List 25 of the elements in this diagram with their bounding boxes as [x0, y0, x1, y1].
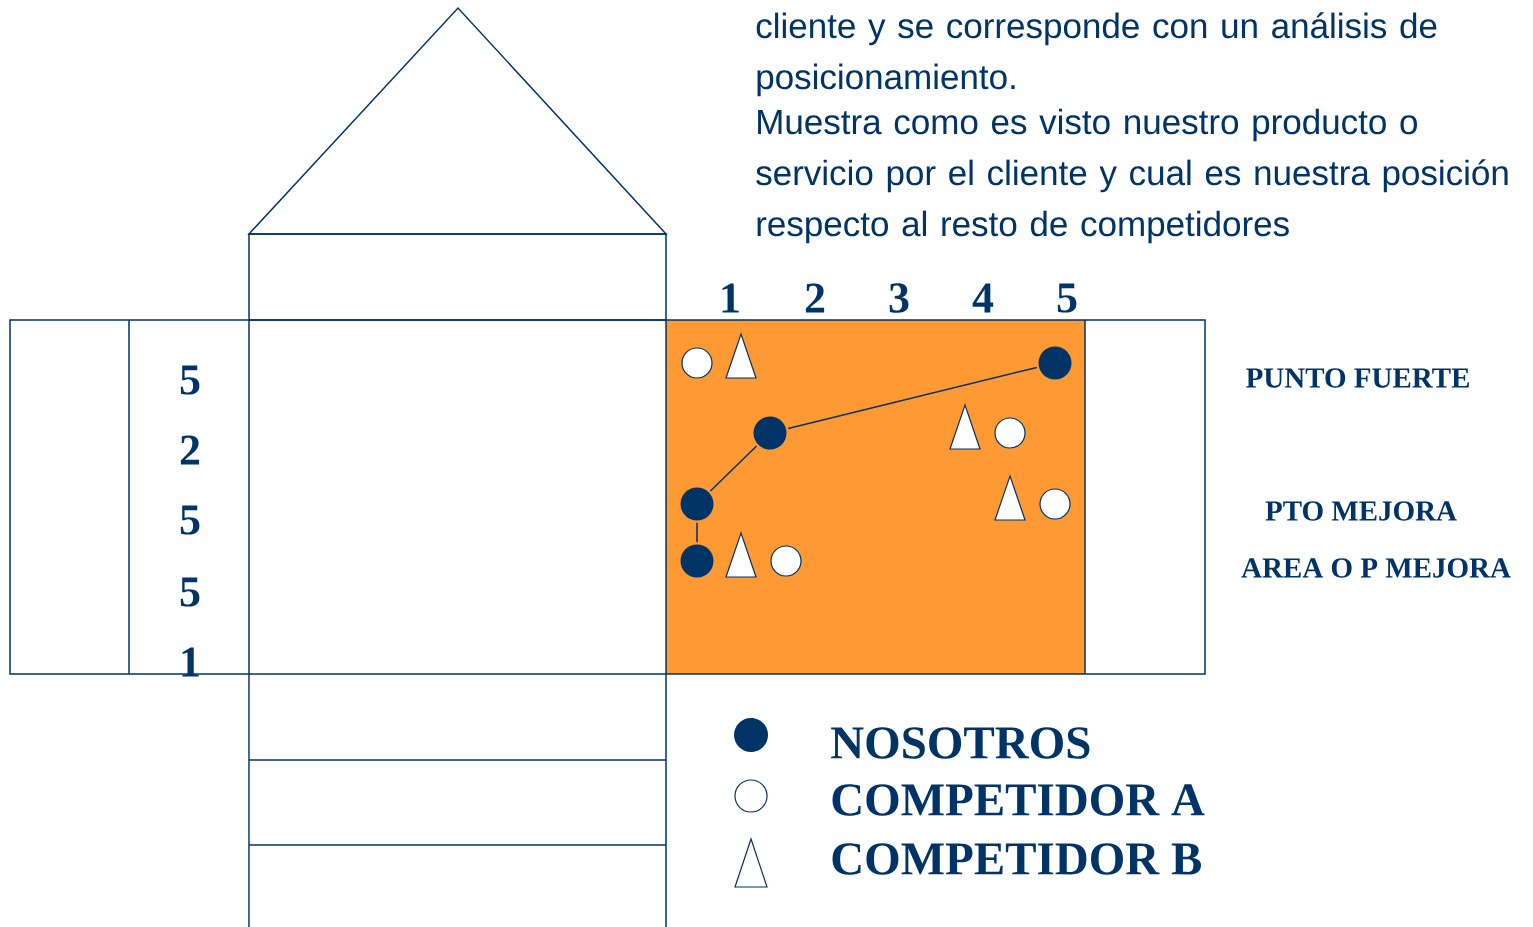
connecting-line [787, 366, 1038, 430]
legend-text: COMPETIDOR A [832, 784, 1205, 816]
data-point [680, 487, 714, 521]
description-text: Muestra como es visto nuestro producto o servicio por el cliente y cual es nuestra posición respecto al resto de competidores [756, 108, 1508, 244]
column-number: 3 [889, 283, 909, 313]
data-point [753, 416, 787, 450]
data-point [680, 544, 714, 578]
row-number: 5 [180, 365, 200, 395]
column-number: 2 [805, 283, 825, 313]
rating-label: AREA O P MEJORA [1241, 558, 1511, 578]
row-number: 5 [180, 577, 200, 607]
legend-text: NOSOTROS [831, 727, 1090, 759]
connecting-line [696, 521, 698, 544]
row-number: 1 [182, 647, 199, 677]
row-number: 2 [180, 435, 200, 465]
column-number: 5 [1057, 283, 1077, 313]
column-number: 4 [972, 283, 994, 313]
data-point [1038, 346, 1072, 380]
row-number: 5 [180, 505, 200, 535]
column-number: 1 [722, 283, 739, 313]
connecting-line [709, 445, 758, 492]
legend-text: COMPETIDOR B [832, 843, 1201, 875]
rating-label: PTO MEJORA [1265, 501, 1457, 521]
description-text: cliente y se corresponde con un análisis de posicionamiento. [756, 12, 1437, 97]
rating-label: PUNTO FUERTE [1246, 368, 1469, 388]
